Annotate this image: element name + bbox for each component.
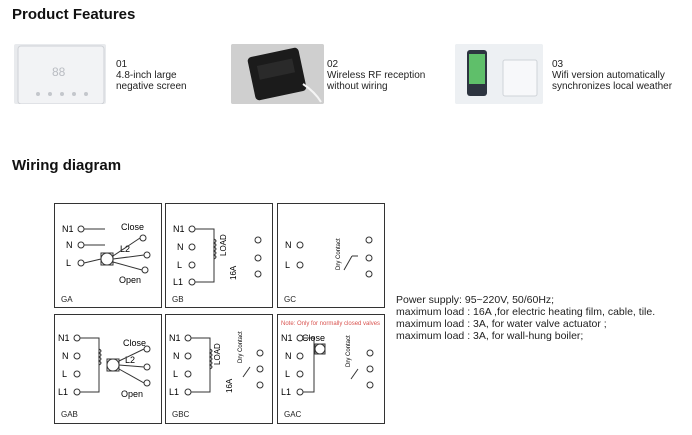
spec-line-power: Power supply: 95~220V, 50/60Hz; <box>396 294 555 306</box>
rf-receiver-image <box>231 44 324 104</box>
feature-03-line1: Wifi version automatically <box>552 70 665 81</box>
svg-text:Open: Open <box>119 275 141 285</box>
svg-text:L2: L2 <box>120 244 130 254</box>
spec-line-load-heating: maximum load : 16A ,for electric heating… <box>396 306 656 318</box>
svg-text:Close: Close <box>121 222 144 232</box>
svg-text:N: N <box>62 351 69 361</box>
wiring-panel-gac: Note: Only for normally closed valves N1… <box>277 314 385 424</box>
product-features-heading: Product Features <box>12 6 136 23</box>
svg-text:Dry Contact: Dry Contact <box>238 331 244 363</box>
svg-text:L1: L1 <box>281 387 291 397</box>
gac-wiring-diagram: Note: Only for normally closed valves N1… <box>281 321 380 397</box>
ga-wiring-diagram: N1 N L Close L2 Open <box>62 222 151 285</box>
thermostat-screen-icon: 88 <box>17 45 105 104</box>
svg-text:N: N <box>285 351 292 361</box>
svg-text:N1: N1 <box>169 333 181 343</box>
gab-wiring-diagram: N1 N L L1 Close L2 Open <box>58 333 151 399</box>
svg-text:Dry Contact: Dry Contact <box>346 335 352 367</box>
feature-03-line2: synchronizes local weather <box>552 81 673 92</box>
thermostat-screen-image: 88 <box>14 44 106 104</box>
svg-text:Close: Close <box>123 338 146 348</box>
svg-text:L: L <box>285 260 290 270</box>
svg-text:N: N <box>66 240 73 250</box>
gc-wiring-diagram: N L Dry Contact <box>285 236 373 278</box>
panel-label-ga: GA <box>61 295 73 304</box>
gb-wiring-diagram: N1 N L L1 LOAD 16A <box>173 224 262 287</box>
panel-label-gb: GB <box>172 295 184 304</box>
svg-text:N: N <box>285 240 292 250</box>
svg-text:L: L <box>173 369 178 379</box>
spec-line-load-boiler: maximum load : 3A, for wall-hung boiler; <box>396 330 584 342</box>
feature-03-number: 03 <box>552 59 564 70</box>
panel-label-gc: GC <box>284 295 296 304</box>
svg-text:L1: L1 <box>169 387 179 397</box>
rf-thermostat-icon <box>231 44 324 104</box>
wiring-panel-gbc: N1 N L L1 LOAD 16A Dry Contact GBC <box>165 314 273 424</box>
panel-label-gbc: GBC <box>172 410 190 419</box>
feature-01-number: 01 <box>116 59 128 70</box>
svg-text:L: L <box>177 260 182 270</box>
feature-02-line1: Wireless RF reception <box>327 70 426 81</box>
svg-text:N: N <box>173 351 180 361</box>
svg-text:16A: 16A <box>229 265 238 280</box>
feature-02-line2: without wiring <box>327 81 388 92</box>
svg-text:L2: L2 <box>125 355 135 365</box>
panel-label-gac: GAC <box>284 410 302 419</box>
svg-text:N1: N1 <box>281 333 293 343</box>
wiring-panel-gc: N L Dry Contact GC <box>277 203 385 308</box>
svg-text:N1: N1 <box>62 224 74 234</box>
feature-01-line1: 4.8-inch large <box>116 70 177 81</box>
svg-text:Open: Open <box>121 389 143 399</box>
wiring-panel-gb: N1 N L L1 LOAD 16A GB <box>165 203 273 308</box>
svg-text:L1: L1 <box>173 277 183 287</box>
wiring-panel-gab: N1 N L L1 Close L2 Open GAB <box>54 314 162 424</box>
specs-block: Power supply: 95~220V, 50/60Hz; maximum … <box>396 294 686 342</box>
svg-text:LOAD: LOAD <box>213 343 222 365</box>
feature-02-number: 02 <box>327 59 339 70</box>
svg-text:88: 88 <box>52 65 66 79</box>
phone-app-icon <box>455 44 543 104</box>
wifi-weather-image <box>455 44 543 104</box>
svg-text:N: N <box>177 242 184 252</box>
svg-text:L1: L1 <box>58 387 68 397</box>
svg-text:N1: N1 <box>58 333 70 343</box>
feature-01-line2: negative screen <box>116 81 187 92</box>
svg-text:L: L <box>62 369 67 379</box>
svg-text:Dry Contact: Dry Contact <box>336 238 342 270</box>
spec-line-load-valve: maximum load : 3A, for water valve actua… <box>396 318 607 330</box>
svg-text:N1: N1 <box>173 224 185 234</box>
svg-text:16A: 16A <box>225 378 234 393</box>
wiring-panel-ga: N1 N L Close L2 Open GA <box>54 203 162 308</box>
panel-label-gab: GAB <box>61 410 78 419</box>
gbc-wiring-diagram: N1 N L L1 LOAD 16A Dry Contact <box>169 331 264 397</box>
svg-text:L: L <box>66 258 71 268</box>
svg-text:LOAD: LOAD <box>219 234 228 256</box>
wiring-diagram-heading: Wiring diagram <box>12 157 122 174</box>
svg-text:L: L <box>285 369 290 379</box>
svg-text:Note: Only for normally closed: Note: Only for normally closed valves <box>281 321 380 327</box>
